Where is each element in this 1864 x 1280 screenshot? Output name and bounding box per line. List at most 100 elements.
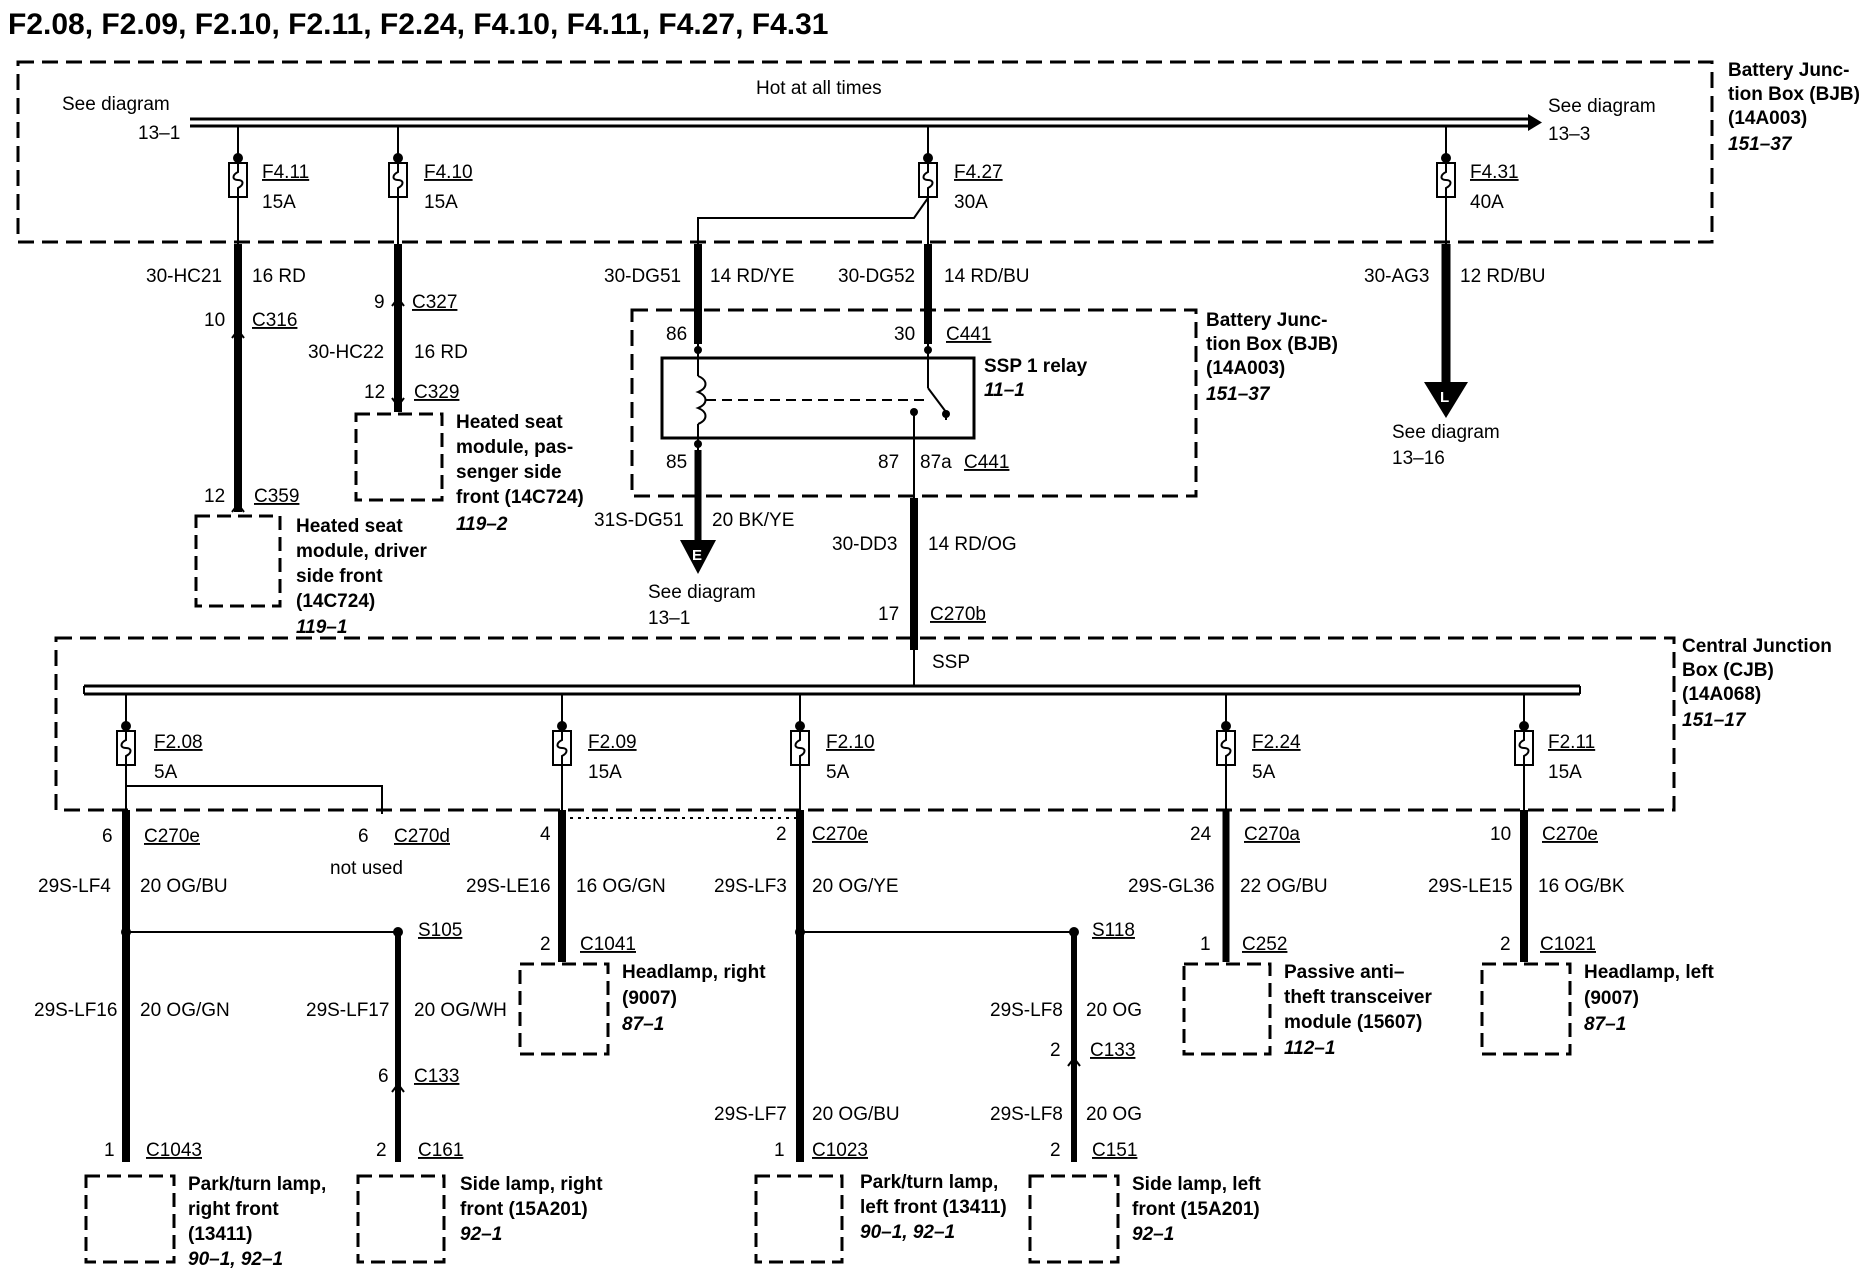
- heated-seat-driver-module: [194, 514, 282, 608]
- fuse-f4-27-icon: [918, 162, 938, 198]
- wire-le16-circuit: 29S-LE16: [466, 876, 551, 897]
- c270d-note: not used: [330, 858, 403, 879]
- cjb-label: Central Junction: [1682, 636, 1832, 657]
- bjb-label: (14A003): [1728, 108, 1807, 129]
- c1043-name: C1043: [146, 1140, 202, 1161]
- c252-pin: 1: [1200, 934, 1211, 955]
- pats-label: theft transceiver: [1284, 987, 1432, 1008]
- heated-seat-passenger-module: [354, 412, 444, 502]
- hl-right-label: Headlamp, right: [622, 962, 766, 983]
- c270e-2-pin: 4: [540, 824, 551, 845]
- see-diagram-l-ref: 13–16: [1392, 448, 1445, 469]
- fuse-f2-11-icon: [1514, 730, 1534, 766]
- bjb-label: Battery Junc-: [1728, 60, 1849, 81]
- c329-name: C329: [414, 382, 459, 403]
- fuse-f4-10-icon: [388, 162, 408, 198]
- c270e-1-pin: 6: [102, 826, 113, 847]
- pt-right-label: (13411): [188, 1224, 252, 1245]
- ref-arrow-e-icon: E: [680, 540, 716, 574]
- fuse-f2-09-amps: 15A: [588, 762, 622, 783]
- hs-driver-ref: 119–1: [296, 617, 347, 638]
- see-diagram-l: See diagram: [1392, 422, 1500, 443]
- fuse-f2-11-id: F2.11: [1548, 732, 1595, 753]
- wire-lf8b-gauge: 20 OG: [1086, 1104, 1142, 1125]
- fuse-f2-08-amps: 5A: [154, 762, 178, 783]
- fuse-f4-11-icon: [228, 162, 248, 198]
- see-diagram-right: See diagram: [1548, 96, 1656, 117]
- park-turn-lamp-left: [754, 1174, 844, 1264]
- relay-bjb-box: [630, 308, 1198, 498]
- fuse-f4-11-amps: 15A: [262, 192, 296, 213]
- wire-lf7-circuit: 29S-LF7: [714, 1104, 787, 1125]
- pats-ref: 112–1: [1284, 1038, 1335, 1059]
- side-left-ref: 92–1: [1132, 1224, 1174, 1245]
- side-left-label: front (15A201): [1132, 1199, 1260, 1220]
- pats-label: module (15607): [1284, 1012, 1422, 1033]
- ssp-bus-label: SSP: [932, 652, 970, 673]
- fuse-f4-31-icon: [1436, 162, 1456, 198]
- c133b-name: C133: [1090, 1040, 1135, 1061]
- fuse-f2-09-id: F2.09: [588, 732, 637, 753]
- ssp1-relay: [660, 356, 976, 440]
- side-lamp-left: [1028, 1174, 1120, 1264]
- wire-lf4-circuit: 29S-LF4: [38, 876, 111, 897]
- c151-pin: 2: [1050, 1140, 1061, 1161]
- c270d-name: C270d: [394, 826, 450, 847]
- fuse-f2-24-amps: 5A: [1252, 762, 1276, 783]
- c270a-name: C270a: [1244, 824, 1300, 845]
- c316-name: C316: [252, 310, 297, 331]
- c1021-pin: 2: [1500, 934, 1511, 955]
- hl-left-ref: 87–1: [1584, 1014, 1626, 1035]
- relay-pin-87a: 87a: [920, 452, 952, 473]
- c133a-pin: 6: [378, 1066, 389, 1087]
- fuse-f4-31-id: F4.31: [1470, 162, 1519, 183]
- hs-pass-label: Heated seat: [456, 412, 563, 433]
- splice-s118: S118: [1092, 920, 1135, 941]
- wire-lf3-circuit: 29S-LF3: [714, 876, 787, 897]
- wire-hc21-circuit: 30-HC21: [146, 266, 222, 287]
- relay-pin-30: 30: [894, 324, 915, 345]
- wire-le15-circuit: 29S-LE15: [1428, 876, 1513, 897]
- wire-lf8b-circuit: 29S-LF8: [990, 1104, 1063, 1125]
- hs-pass-label: module, pas-: [456, 437, 573, 458]
- wire-s-dg51-gauge: 20 BK/YE: [712, 510, 794, 531]
- hs-driver-label: side front: [296, 566, 383, 587]
- c1041-pin: 2: [540, 934, 551, 955]
- hs-driver-label: Heated seat: [296, 516, 403, 537]
- hs-driver-label: module, driver: [296, 541, 428, 562]
- hs-pass-label: senger side: [456, 462, 562, 483]
- see-diagram-left: See diagram: [62, 94, 170, 115]
- fuse-f4-31-amps: 40A: [1470, 192, 1504, 213]
- hl-left-label: Headlamp, left: [1584, 962, 1715, 983]
- wire-hc22-gauge: 16 RD: [414, 342, 468, 363]
- hs-pass-ref: 119–2: [456, 514, 508, 535]
- relay-pin-85: 85: [666, 452, 687, 473]
- bjb-ref: 151–37: [1728, 134, 1793, 155]
- cjb-label: Box (CJB): [1682, 660, 1774, 681]
- pt-left-ref: 90–1, 92–1: [860, 1222, 955, 1243]
- side-right-label: front (15A201): [460, 1199, 588, 1220]
- pt-right-label: Park/turn lamp,: [188, 1174, 326, 1195]
- relay-name: SSP 1 relay: [984, 356, 1088, 377]
- fuse-f4-11-id: F4.11: [262, 162, 309, 183]
- see-diagram-left-ref: 13–1: [138, 123, 180, 144]
- wire-dg51-gauge: 14 RD/YE: [710, 266, 794, 287]
- fuse-f2-08-id: F2.08: [154, 732, 203, 753]
- wire-hc22-circuit: 30-HC22: [308, 342, 384, 363]
- svg-text:E: E: [692, 547, 702, 564]
- relay-pin-87: 87: [878, 452, 899, 473]
- c270a-pin: 24: [1190, 824, 1212, 845]
- side-left-label: Side lamp, left: [1132, 1174, 1261, 1195]
- c133b-pin: 2: [1050, 1040, 1061, 1061]
- c316-pin: 10: [204, 310, 225, 331]
- park-turn-lamp-right: [84, 1174, 176, 1264]
- wire-ag3-gauge: 12 RD/BU: [1460, 266, 1546, 287]
- wire-hc21-gauge: 16 RD: [252, 266, 306, 287]
- c270e-1-name: C270e: [144, 826, 200, 847]
- fuse-f2-10-icon: [790, 730, 810, 766]
- wire-dd3-circuit: 30-DD3: [832, 534, 897, 555]
- headlamp-left: [1480, 962, 1572, 1056]
- c252-name: C252: [1242, 934, 1287, 955]
- wire-dg52-circuit: 30-DG52: [838, 266, 915, 287]
